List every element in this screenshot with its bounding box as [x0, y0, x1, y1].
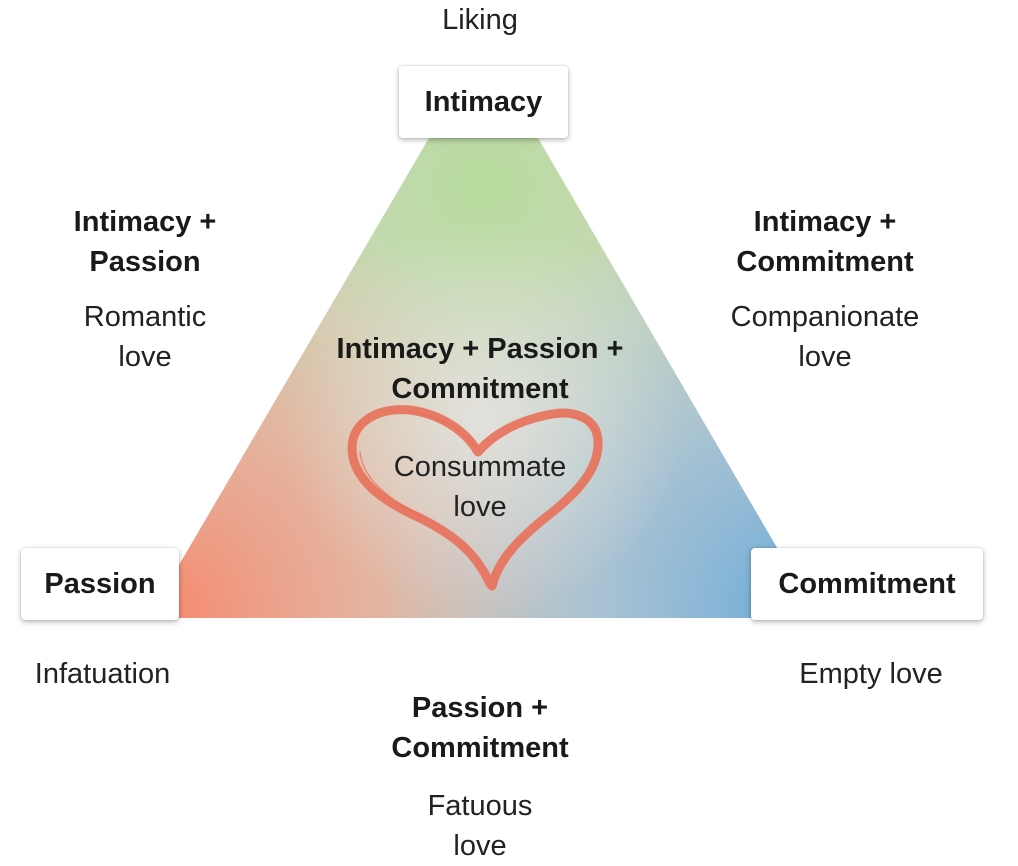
romantic-love-text: Romantic love — [45, 297, 245, 377]
intimacy-commitment-heading: Intimacy + Commitment — [700, 202, 950, 282]
liking-text: Liking — [442, 4, 518, 36]
fatuous-love-text: Fatuous love — [380, 786, 580, 866]
passion-commitment-heading-line2: Commitment — [391, 732, 569, 764]
intimacy-commitment-heading-line1: Intimacy + — [753, 206, 897, 238]
consummate-love-text: Consummate love — [355, 447, 605, 527]
companionate-love-text: Companionate love — [700, 297, 950, 377]
passion-commitment-heading: Passion + Commitment — [355, 688, 605, 768]
fatuous-love-line2: love — [453, 830, 507, 862]
center-heading: Intimacy + Passion + Commitment — [300, 329, 660, 409]
commitment-node: Commitment — [751, 548, 983, 620]
infatuation-text: Infatuation — [34, 658, 171, 690]
intimacy-node: Intimacy — [399, 66, 568, 138]
intimacy-passion-heading-line2: Passion — [89, 246, 201, 278]
intimacy-passion-heading: Intimacy + Passion — [45, 202, 245, 282]
romantic-love-line1: Romantic — [83, 301, 207, 333]
consummate-love-line1: Consummate — [393, 451, 567, 483]
commitment-label: Commitment — [778, 567, 956, 600]
center-heading-line1: Intimacy + Passion + — [336, 333, 624, 365]
fatuous-love-line1: Fatuous — [427, 790, 533, 822]
intimacy-label: Intimacy — [424, 85, 543, 118]
center-heading-line2: Commitment — [391, 373, 569, 405]
romantic-love-line2: love — [118, 341, 172, 373]
companionate-love-line1: Companionate — [730, 301, 920, 333]
passion-commitment-heading-line1: Passion + — [411, 692, 549, 724]
passion-node: Passion — [21, 548, 179, 620]
intimacy-commitment-heading-line2: Commitment — [736, 246, 914, 278]
companionate-love-line2: love — [798, 341, 852, 373]
heart-icon — [347, 405, 603, 591]
passion-label: Passion — [44, 567, 156, 600]
intimacy-passion-heading-line1: Intimacy + — [73, 206, 217, 238]
empty-love-text: Empty love — [799, 658, 943, 690]
consummate-love-line2: love — [453, 491, 507, 523]
